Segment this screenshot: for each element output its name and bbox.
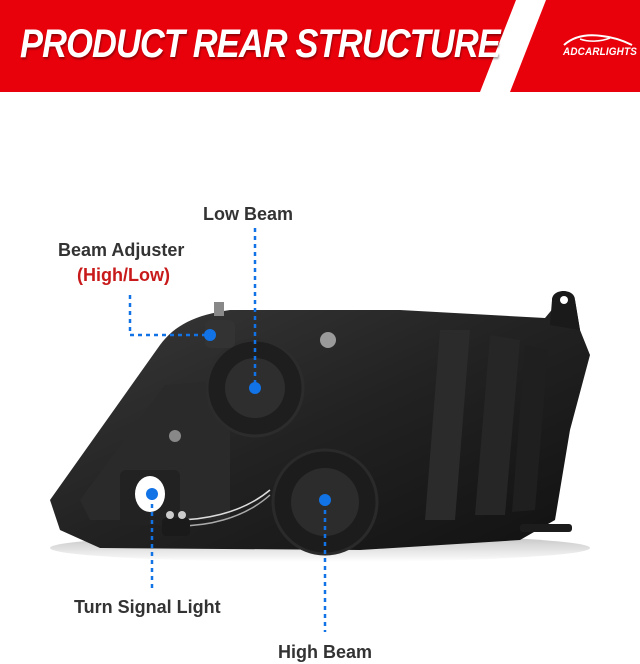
high-beam-label: High Beam [278,642,373,662]
low-beam-marker [249,382,261,394]
header-banner: PRODUCT REAR STRUCTURE ADCARLIGHTS [0,0,640,92]
page-title: PRODUCT REAR STRUCTURE [20,22,501,66]
turn-signal-marker [146,488,158,500]
beam-adjuster-sublabel: (High/Low) [77,265,170,285]
turn-signal-label: Turn Signal Light [74,597,221,617]
diagonal-stripe [480,0,546,92]
low-beam-label: Low Beam [203,204,294,224]
brand-logo: ADCARLIGHTS [563,46,638,58]
high-beam-marker [319,494,331,506]
beam-adjuster-label: Beam Adjuster [58,240,185,260]
car-logo-icon [563,34,633,46]
beam-adjuster-marker [204,329,216,341]
